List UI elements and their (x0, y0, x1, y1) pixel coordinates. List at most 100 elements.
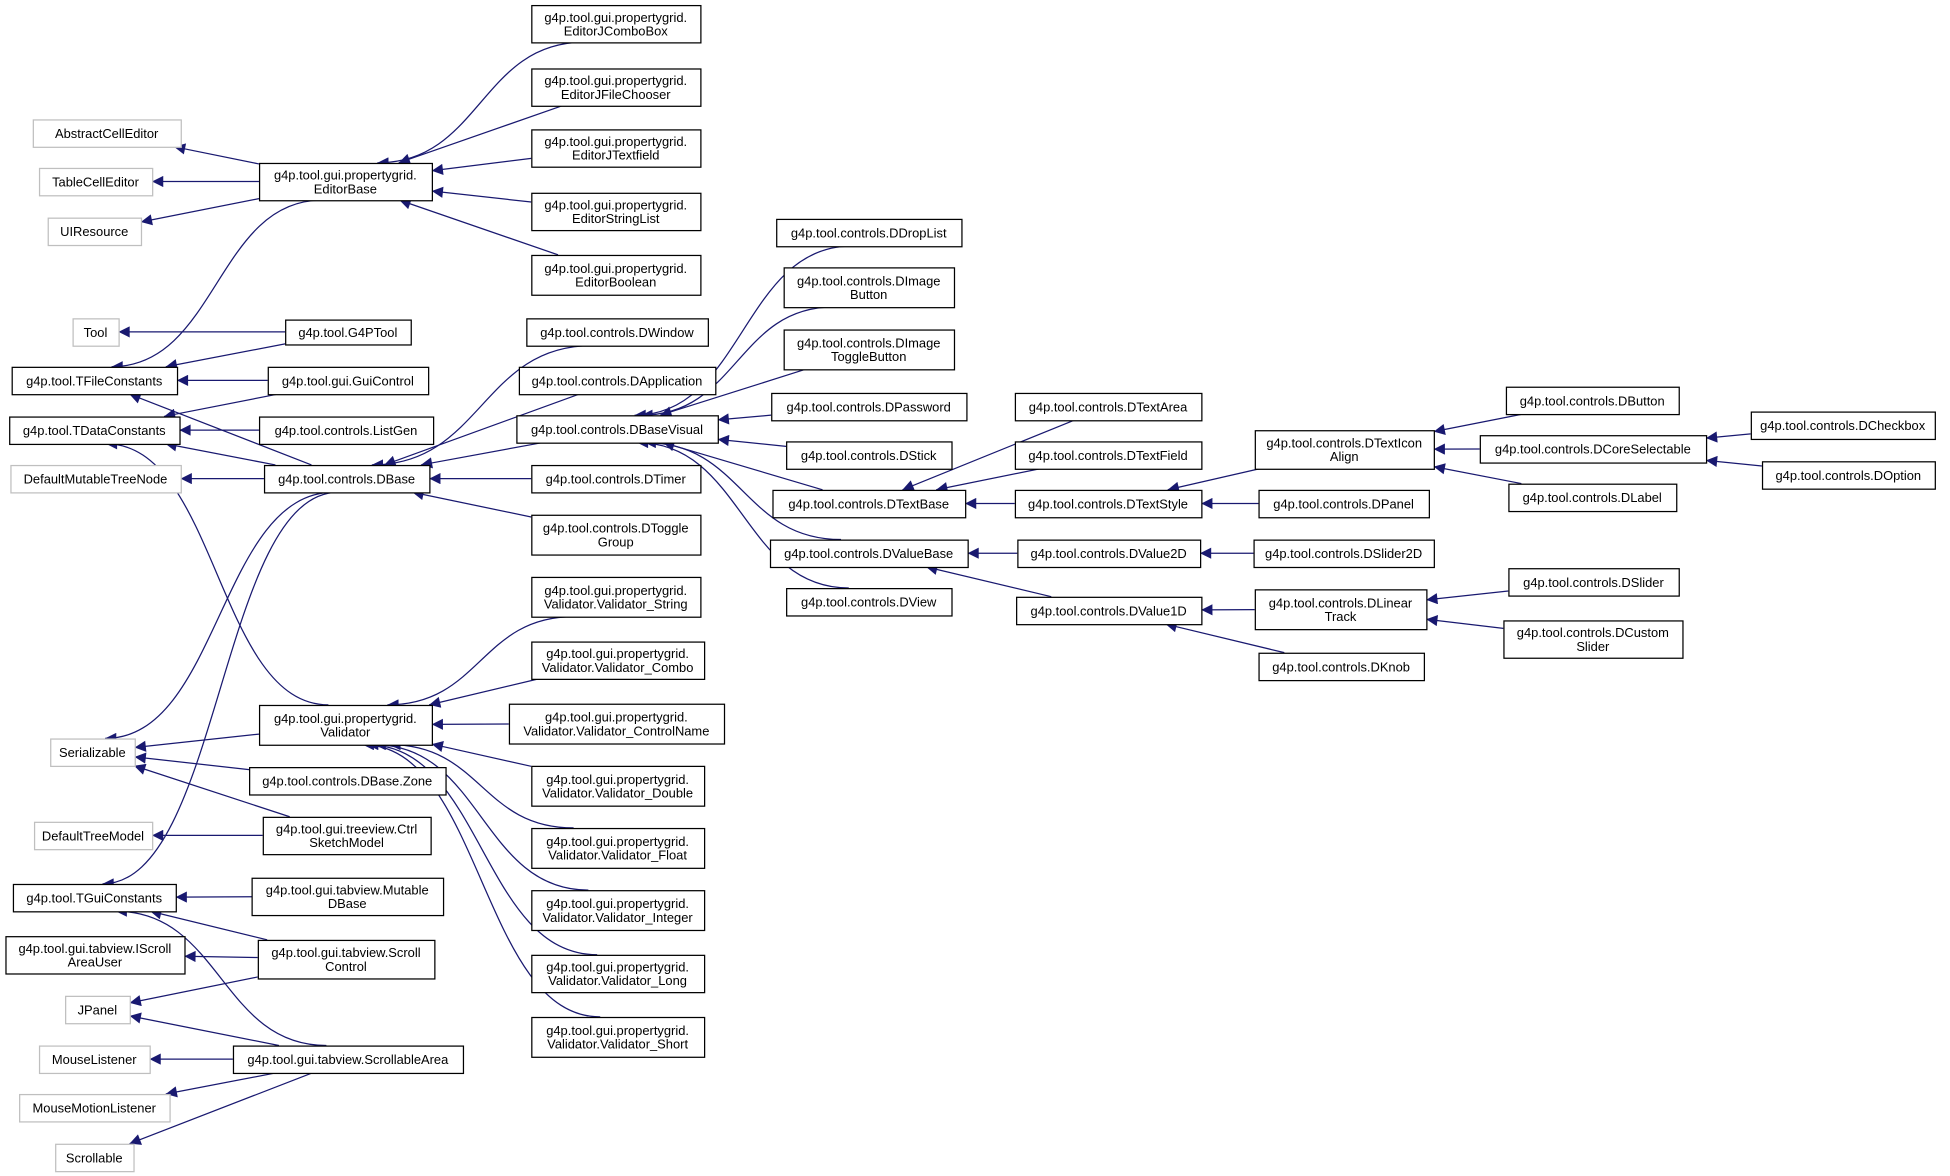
node-box (771, 392, 968, 422)
class-node-d-window[interactable]: g4p.tool.controls.DWindow (526, 318, 709, 347)
node-box (1503, 620, 1684, 659)
class-node-v-long[interactable]: g4p.tool.gui.propertygrid.Validator.Vali… (531, 954, 706, 994)
class-node-d-slider[interactable]: g4p.tool.controls.DSlider (1508, 568, 1680, 597)
edge-d-label-to-d-text-icon-align (1433, 463, 1522, 485)
class-node-d-label[interactable]: g4p.tool.controls.DLabel (1508, 483, 1678, 513)
node-label: g4p.tool.gui.GuiControl (282, 373, 414, 388)
node-label: DBase (328, 896, 367, 911)
class-node-d-text-style[interactable]: g4p.tool.controls.DTextStyle (1014, 489, 1203, 519)
class-node-editor-string-list[interactable]: g4p.tool.gui.propertygrid.EditorStringLi… (531, 192, 702, 232)
node-label: g4p.tool.TDataConstants (23, 423, 166, 438)
node-label: g4p.tool.controls.DPanel (1273, 496, 1414, 511)
class-node-t-file-constants[interactable]: g4p.tool.TFileConstants (11, 366, 179, 396)
class-node-editor-boolean[interactable]: g4p.tool.gui.propertygrid.EditorBoolean (531, 254, 702, 296)
class-node-d-base-zone[interactable]: g4p.tool.controls.DBase.Zone (249, 767, 447, 796)
node-label: TableCellEditor (52, 174, 140, 189)
class-node-d-panel[interactable]: g4p.tool.controls.DPanel (1258, 489, 1430, 519)
node-label: Control (325, 959, 367, 974)
class-node-v-float[interactable]: g4p.tool.gui.propertygrid.Validator.Vali… (531, 827, 706, 869)
class-node-mouse-motion-listener: MouseMotionListener (19, 1093, 171, 1123)
class-node-d-slider2-d[interactable]: g4p.tool.controls.DSlider2D (1253, 539, 1435, 569)
edge-d-stick-to-d-base-visual (717, 434, 787, 448)
class-node-d-base-visual[interactable]: g4p.tool.controls.DBaseVisual (516, 415, 719, 444)
class-node-g4-p-tool[interactable]: g4p.tool.G4PTool (285, 319, 412, 346)
class-node-d-stick[interactable]: g4p.tool.controls.DStick (786, 441, 953, 470)
class-node-editor-j-combo-box[interactable]: g4p.tool.gui.propertygrid.EditorJComboBo… (531, 4, 702, 44)
class-node-d-base[interactable]: g4p.tool.controls.DBase (263, 464, 431, 494)
class-node-default-mutable-tree-node: DefaultMutableTreeNode (10, 464, 182, 494)
class-node-d-password[interactable]: g4p.tool.controls.DPassword (771, 392, 968, 422)
class-node-validator[interactable]: g4p.tool.gui.propertygrid.Validator (258, 704, 433, 746)
node-label: MouseMotionListener (33, 1101, 157, 1116)
node-box (1508, 568, 1680, 597)
node-label: g4p.tool.gui.propertygrid. (544, 73, 687, 88)
node-box (249, 767, 447, 796)
class-node-d-core-selectable[interactable]: g4p.tool.controls.DCoreSelectable (1479, 435, 1708, 464)
class-node-d-value2-d[interactable]: g4p.tool.controls.DValue2D (1017, 539, 1202, 569)
node-label: g4p.tool.controls.DPassword (787, 399, 951, 414)
class-node-t-gui-constants[interactable]: g4p.tool.TGuiConstants (12, 883, 177, 913)
class-node-d-timer[interactable]: g4p.tool.controls.DTimer (531, 464, 702, 494)
node-label: g4p.tool.controls.DBase (278, 472, 415, 487)
class-node-v-integer[interactable]: g4p.tool.gui.propertygrid.Validator.Vali… (531, 890, 706, 932)
class-node-v-string[interactable]: g4p.tool.gui.propertygrid.Validator.Vali… (531, 576, 702, 618)
node-box (11, 366, 179, 396)
class-node-editor-base[interactable]: g4p.tool.gui.propertygrid.EditorBase (258, 162, 433, 202)
class-node-abstract-cell-editor: AbstractCellEditor (32, 119, 182, 148)
node-box (1258, 652, 1426, 682)
class-node-d-text-base[interactable]: g4p.tool.controls.DTextBase (772, 489, 967, 519)
node-box (65, 995, 131, 1025)
node-label: g4p.tool.gui.propertygrid. (274, 711, 417, 726)
node-box (1014, 489, 1203, 519)
class-node-v-double[interactable]: g4p.tool.gui.propertygrid.Validator.Vali… (531, 765, 706, 807)
class-node-d-text-area[interactable]: g4p.tool.controls.DTextArea (1014, 392, 1203, 422)
node-label: Validator.Validator_String (544, 597, 688, 612)
node-box (258, 704, 433, 746)
class-node-v-control-name[interactable]: g4p.tool.gui.propertygrid.Validator.Vali… (508, 703, 726, 745)
node-label: g4p.tool.gui.tabview.ScrollableArea (247, 1052, 449, 1067)
edge-d-text-field-to-d-text-base (936, 468, 1041, 494)
node-label: g4p.tool.controls.DView (801, 595, 937, 610)
node-label: g4p.tool.controls.DValueBase (784, 546, 953, 561)
class-node-list-gen[interactable]: g4p.tool.controls.ListGen (258, 416, 435, 446)
class-node-d-value1-d[interactable]: g4p.tool.controls.DValue1D (1016, 596, 1203, 626)
class-node-t-data-constants[interactable]: g4p.tool.TDataConstants (9, 416, 181, 446)
class-node-editor-j-textfield[interactable]: g4p.tool.gui.propertygrid.EditorJTextfie… (531, 129, 702, 168)
class-node-d-value-base[interactable]: g4p.tool.controls.DValueBase (769, 539, 969, 569)
node-label: Tool (84, 325, 108, 340)
class-node-d-drop-list[interactable]: g4p.tool.controls.DDropList (776, 218, 963, 248)
class-node-d-checkbox[interactable]: g4p.tool.controls.DCheckbox (1750, 411, 1936, 441)
node-box (531, 890, 706, 932)
edge-v-combo-to-validator (428, 678, 540, 708)
class-node-d-option[interactable]: g4p.tool.controls.DOption (1761, 461, 1936, 490)
node-label: g4p.tool.controls.DSlider (1523, 575, 1664, 590)
class-node-gui-control[interactable]: g4p.tool.gui.GuiControl (267, 366, 430, 396)
class-node-v-short[interactable]: g4p.tool.gui.propertygrid.Validator.Vali… (531, 1016, 706, 1058)
node-box (531, 129, 702, 168)
edge-v-short-to-validator (362, 739, 601, 1018)
class-node-editor-j-file-chooser[interactable]: g4p.tool.gui.propertygrid.EditorJFileCho… (531, 68, 702, 107)
class-node-d-text-field[interactable]: g4p.tool.controls.DTextField (1014, 441, 1203, 470)
node-box (1508, 483, 1678, 513)
class-node-d-button[interactable]: g4p.tool.controls.DButton (1505, 386, 1680, 416)
class-node-d-knob[interactable]: g4p.tool.controls.DKnob (1258, 652, 1426, 682)
class-node-d-application[interactable]: g4p.tool.controls.DApplication (518, 366, 717, 396)
class-node-v-combo[interactable]: g4p.tool.gui.propertygrid.Validator.Vali… (531, 641, 706, 680)
node-label: g4p.tool.controls.DBaseVisual (531, 422, 703, 437)
node-box (1014, 441, 1203, 470)
class-node-scrollable-area[interactable]: g4p.tool.gui.tabview.ScrollableArea (232, 1045, 465, 1075)
node-label: g4p.tool.controls.DTextField (1028, 448, 1187, 463)
class-node-d-view[interactable]: g4p.tool.controls.DView (786, 588, 953, 617)
node-label: g4p.tool.gui.propertygrid. (274, 168, 417, 183)
node-label: g4p.tool.controls.DCustom (1517, 625, 1669, 640)
